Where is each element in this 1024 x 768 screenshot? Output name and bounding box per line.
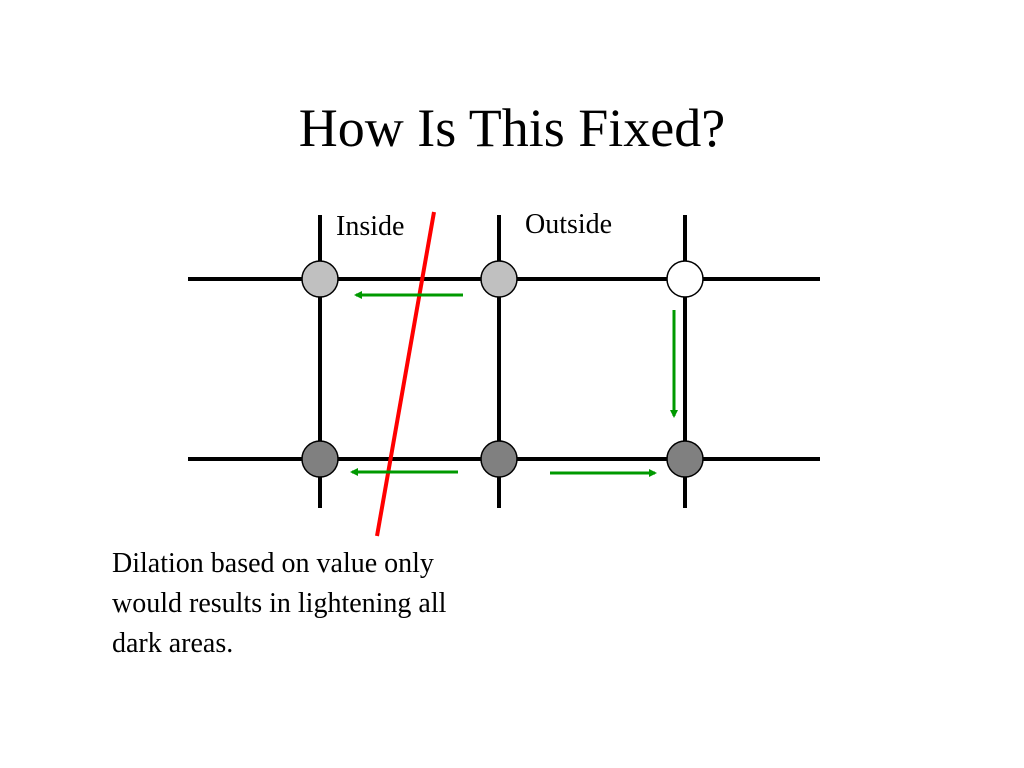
node-bottom-middle bbox=[480, 440, 518, 478]
node-bottom-left bbox=[301, 440, 339, 478]
caption-line-3: dark areas. bbox=[112, 628, 234, 659]
outside-label: Outside bbox=[525, 209, 613, 240]
node-top-middle bbox=[480, 260, 518, 298]
slide-title: How Is This Fixed? bbox=[298, 98, 726, 158]
caption-line-2: would results in lightening all bbox=[112, 588, 447, 619]
inside-label: Inside bbox=[336, 211, 405, 242]
node-bottom-right bbox=[666, 440, 704, 478]
node-top-left bbox=[301, 260, 339, 298]
caption: Dilation based on value only would resul… bbox=[112, 544, 552, 664]
boundary-line bbox=[375, 211, 436, 537]
caption-line-1: Dilation based on value only bbox=[112, 548, 434, 579]
node-top-right bbox=[666, 260, 704, 298]
